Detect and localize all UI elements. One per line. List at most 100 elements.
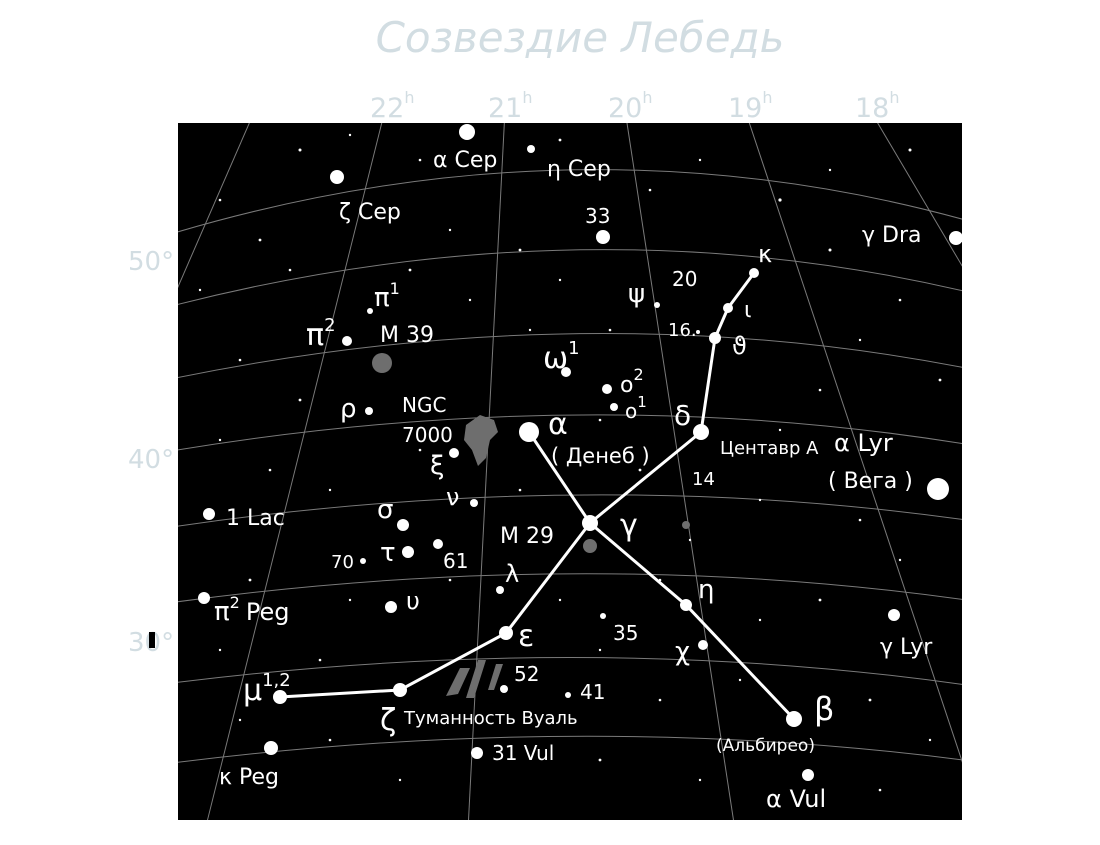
label-1-lac: 1 Lac: [226, 506, 285, 531]
label-70: 70: [331, 552, 354, 573]
ra-line: [468, 123, 505, 820]
background-stars: [198, 133, 942, 792]
star-kappa: [749, 268, 759, 278]
label-sigma: σ: [377, 495, 393, 525]
label-ngc-line1: NGC: [402, 393, 446, 417]
label-35: 35: [613, 621, 638, 645]
label-upsilon: υ: [406, 587, 420, 615]
star-o2: [602, 384, 612, 394]
star-tau: [402, 546, 414, 558]
coordinate-grid: [178, 123, 962, 820]
star-o1: [610, 403, 618, 411]
dec-circle: [178, 332, 962, 379]
star-albireo: [786, 711, 802, 727]
star-kappa-peg: [264, 741, 278, 755]
star-pi2: [342, 336, 352, 346]
star-zeta: [393, 683, 407, 697]
label-16: 16.: [668, 320, 697, 341]
star-gamma-lyr: [888, 609, 900, 621]
label-kappa-peg: κ Peg: [219, 765, 279, 790]
label-deneb-name: ( Денеб ): [551, 444, 650, 468]
star-eta-cep: [527, 145, 535, 153]
label-zeta-cep: ζ Cep: [339, 200, 401, 225]
label-ngc-line2: 7000: [402, 423, 453, 447]
star-psi: [654, 302, 660, 308]
star-xi: [449, 448, 459, 458]
star-nu: [470, 499, 478, 507]
star-iota: [723, 303, 733, 313]
label-nu: ν: [446, 483, 459, 511]
star-31-vul: [471, 747, 483, 759]
ra-label: 20h: [608, 88, 653, 124]
dec-label: 50°: [128, 247, 174, 277]
star-61: [433, 539, 443, 549]
deep-sky-objects: [372, 353, 690, 698]
veil-nebula: [446, 660, 503, 698]
label-xi: ξ: [430, 451, 445, 481]
ra-line: [877, 123, 962, 267]
label-lambda: λ: [505, 560, 519, 588]
ra-label: 22h: [370, 88, 415, 124]
label-m29: M 29: [500, 524, 554, 549]
faint-cluster: [682, 521, 690, 529]
dec-circle: [178, 169, 962, 233]
star-sigma: [397, 519, 409, 531]
star-33: [596, 230, 610, 244]
label-gamma-lyr: γ Lyr: [880, 635, 933, 660]
star-labels: α Cep η Cep ζ Cep 33 γ Dra κ ψ 20 ι 16. …: [214, 148, 933, 813]
ra-axis-labels: 22h 21h 20h 19h 18h: [370, 88, 900, 124]
dec-axis-labels: 50° 40° 30°: [128, 247, 174, 658]
label-zeta: ζ: [380, 703, 396, 738]
label-33: 33: [585, 204, 610, 228]
label-sadr-greek: γ: [620, 508, 638, 543]
star-eta: [680, 599, 692, 611]
dec-circle: [178, 657, 962, 685]
star-alpha-vul: [802, 769, 814, 781]
dec-circle: [178, 573, 962, 603]
ra-line: [178, 123, 250, 289]
label-eta: η: [698, 575, 714, 605]
label-tau: τ: [380, 538, 396, 568]
star-pi1: [367, 308, 373, 314]
star-theta: [709, 332, 721, 344]
cross-vertical: [527, 430, 796, 721]
label-31-vul: 31 Vul: [492, 741, 554, 765]
label-alpha-lyr: α Lyr: [834, 429, 893, 457]
label-chi: χ: [675, 637, 690, 667]
star-epsilon: [499, 626, 513, 640]
label-albireo-greek: β: [814, 690, 834, 728]
ra-line: [626, 123, 734, 820]
label-centaur-a: Центавр А: [720, 438, 819, 459]
star-1-lac: [203, 508, 215, 520]
ra-line: [206, 123, 383, 820]
ra-label: 21h: [488, 88, 533, 124]
label-theta: ϑ: [732, 332, 747, 360]
label-psi: ψ: [628, 279, 645, 309]
star-sadr: [582, 515, 598, 531]
star-gamma-dra: [949, 231, 962, 245]
label-o2: o2: [620, 365, 644, 398]
dec-tick-marker: [149, 632, 155, 648]
star-chi: [698, 640, 708, 650]
dec-circle: [178, 249, 962, 305]
star-omega1: [561, 367, 571, 377]
label-pi2: π2: [306, 315, 336, 353]
m39-cluster: [372, 353, 392, 373]
star-35: [600, 613, 606, 619]
star-41: [565, 692, 571, 698]
chart-title: Созвездие Лебедь: [376, 13, 785, 62]
label-veil: Туманность Вуаль: [403, 708, 578, 729]
star-upsilon: [385, 601, 397, 613]
label-deneb-greek: α: [548, 407, 568, 442]
star-vega: [927, 478, 949, 500]
star-70: [360, 558, 366, 564]
star-mu: [273, 690, 287, 704]
m29-cluster: [583, 539, 597, 553]
label-rho: ρ: [340, 394, 357, 424]
star-rho: [365, 407, 373, 415]
northern-arm: [699, 271, 756, 434]
label-m39: M 39: [380, 323, 434, 348]
label-52: 52: [514, 662, 539, 686]
